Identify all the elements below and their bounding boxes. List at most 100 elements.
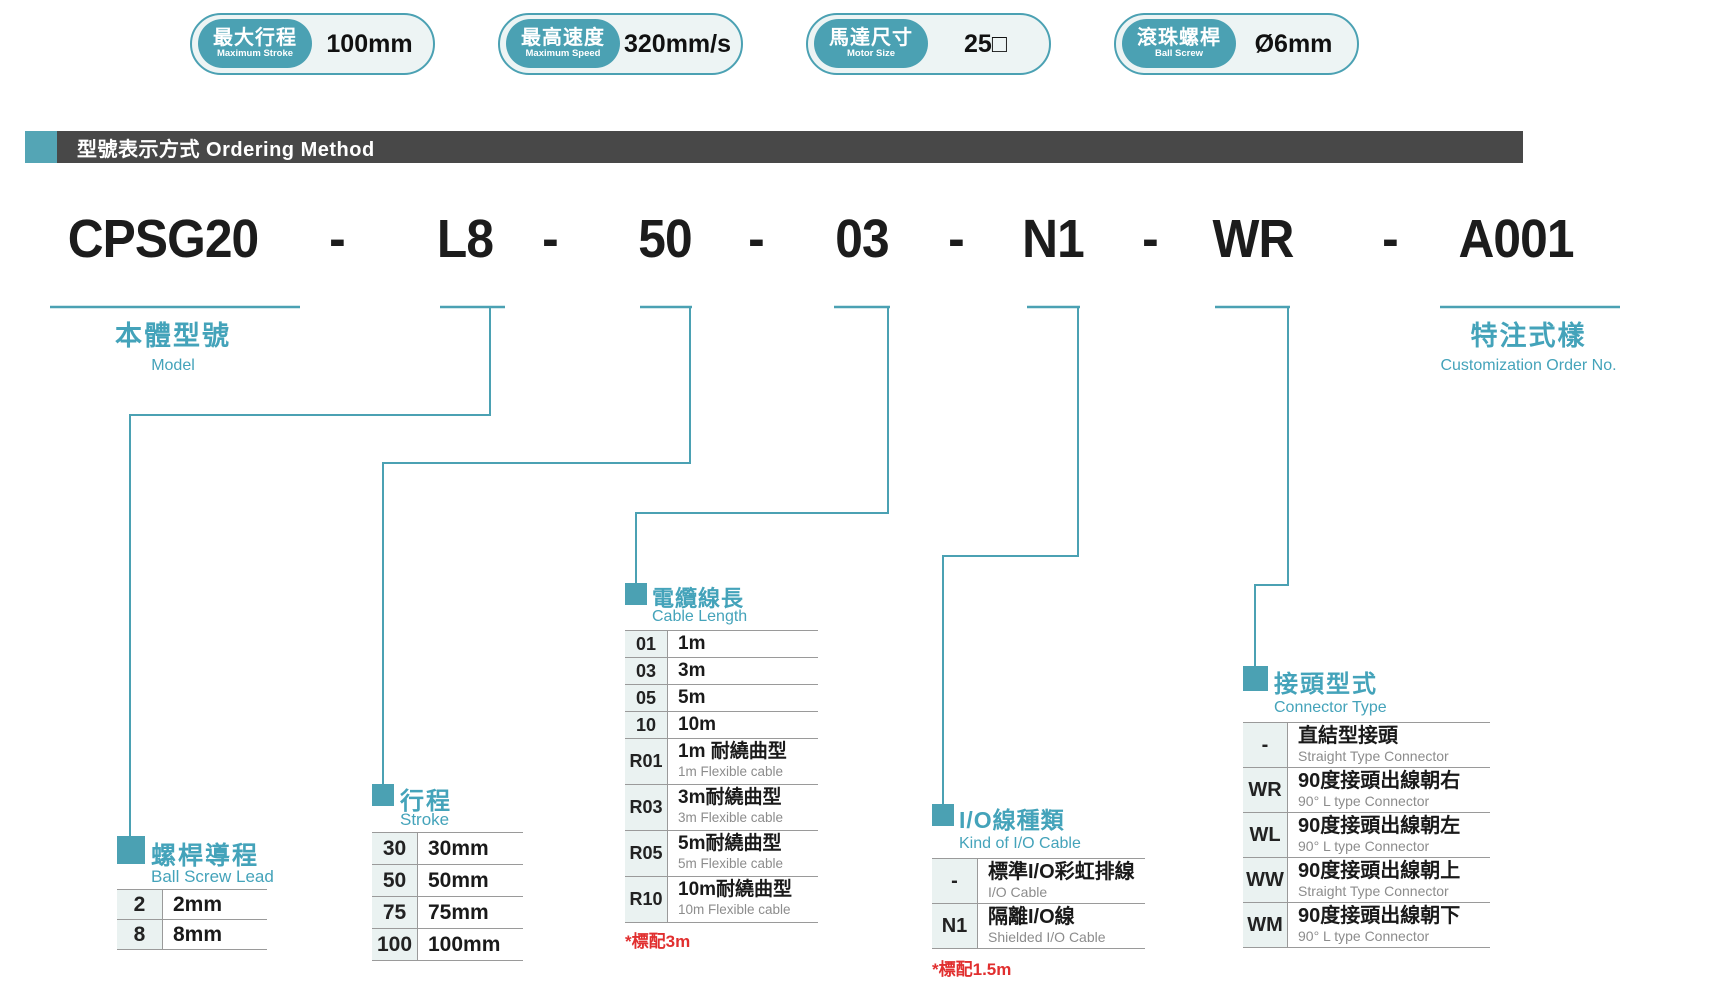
section-title-zh: I/O線種類: [959, 807, 1065, 833]
row-code: WM: [1243, 903, 1288, 947]
section-marker-square: [117, 836, 145, 864]
section-title: 型號表示方式 Ordering Method: [77, 138, 375, 161]
row-value: 3m: [668, 658, 705, 684]
row-value: 5m: [668, 685, 705, 711]
model-segment: L8: [436, 209, 494, 269]
row-main: 5m耐繞曲型: [678, 833, 782, 855]
model-separator: -: [1382, 209, 1399, 269]
section-title-zh: 電纜線長: [652, 586, 745, 611]
row-main: 30mm: [428, 836, 489, 860]
section-marker-square: [625, 583, 647, 605]
row-code: 75: [372, 897, 418, 928]
table-row: 03 3m: [625, 657, 818, 684]
row-main: 100mm: [428, 932, 501, 956]
row-value: 75mm: [418, 897, 489, 928]
row-code: WR: [1243, 768, 1288, 812]
spec-badge-max-speed: 最高速度 Maximum Speed 320mm/s: [498, 13, 743, 75]
model-segment: N1: [1022, 209, 1085, 269]
row-code: R10: [625, 877, 668, 922]
row-sub: I/O Cable: [988, 884, 1048, 901]
row-sub: 10m Flexible cable: [678, 902, 791, 918]
badge-label: 最大行程 Maximum Stroke: [198, 19, 312, 68]
row-main: 90度接頭出線朝左: [1298, 815, 1461, 838]
section-marker-square: [932, 804, 954, 826]
row-main: 50mm: [428, 868, 489, 892]
model-label-zh: 本體型號: [115, 321, 231, 351]
row-code: 05: [625, 685, 668, 711]
row-code: 100: [372, 929, 418, 960]
row-main: 3m: [678, 659, 706, 681]
row-code: N1: [932, 904, 978, 948]
row-value: 50mm: [418, 865, 489, 896]
row-main: 標準I/O彩虹排線: [988, 861, 1135, 884]
cable-default-note: *標配3m: [625, 932, 691, 951]
section-marker-square: [25, 131, 57, 163]
model-segment: 03: [835, 209, 889, 269]
badge-value: 320mm/s: [623, 29, 732, 58]
row-main: 2mm: [173, 892, 223, 916]
badge-label-zh: 馬達尺寸: [829, 27, 913, 50]
row-value: 1m: [668, 631, 705, 657]
row-code: R03: [625, 785, 668, 830]
row-main: 5m: [678, 686, 706, 708]
row-code: -: [1243, 723, 1288, 767]
model-label-en: Model: [151, 357, 195, 374]
badge-label: 滾珠螺桿 Ball Screw: [1122, 19, 1236, 68]
spec-badge-motor-size: 馬達尺寸 Motor Size 25□: [806, 13, 1051, 75]
row-main: 90度接頭出線朝右: [1298, 770, 1461, 793]
row-main: 隔離I/O線: [988, 906, 1075, 929]
row-sub: Straight Type Connector: [1298, 883, 1449, 900]
model-segment: CPSG20: [67, 209, 259, 269]
badge-label-zh: 最大行程: [213, 27, 297, 50]
badge-label-en: Maximum Speed: [525, 48, 601, 60]
table-row: 2 2mm: [117, 889, 267, 919]
badge-label: 最高速度 Maximum Speed: [506, 19, 620, 68]
row-main: 8mm: [173, 922, 223, 946]
row-main: 90度接頭出線朝下: [1298, 905, 1461, 928]
section-title-en: Connector Type: [1274, 699, 1387, 716]
customization-label-zh: 特注式樣: [1470, 321, 1587, 351]
row-code: 2: [117, 890, 163, 919]
row-code: 03: [625, 658, 668, 684]
row-main: 1m 耐繞曲型: [678, 741, 787, 763]
row-sub: 3m Flexible cable: [678, 810, 784, 826]
badge-label-en: Motor Size: [846, 48, 896, 60]
badge-label: 馬達尺寸 Motor Size: [814, 19, 928, 68]
model-separator: -: [948, 209, 965, 269]
section-marker-square: [372, 784, 394, 806]
row-sub: 1m Flexible cable: [678, 764, 784, 780]
customization-label: 特注式樣 Customization Order No.: [1406, 314, 1651, 375]
badge-label-en: Maximum Stroke: [216, 48, 294, 60]
section-marker-square: [1243, 666, 1268, 691]
row-sub: Shielded I/O Cable: [988, 929, 1106, 946]
row-sub: Straight Type Connector: [1298, 748, 1449, 765]
row-main: 1m: [678, 632, 706, 654]
badge-label-zh: 滾珠螺桿: [1137, 27, 1221, 50]
spec-badge-ball-screw: 滾珠螺桿 Ball Screw Ø6mm: [1114, 13, 1359, 75]
badge-label-zh: 最高速度: [521, 27, 605, 50]
section-title-zh: 行程: [400, 788, 452, 815]
section-title-zh: 螺桿導程: [151, 842, 260, 870]
row-value: 100mm: [418, 929, 500, 960]
row-main: 直結型接頭: [1298, 725, 1398, 748]
